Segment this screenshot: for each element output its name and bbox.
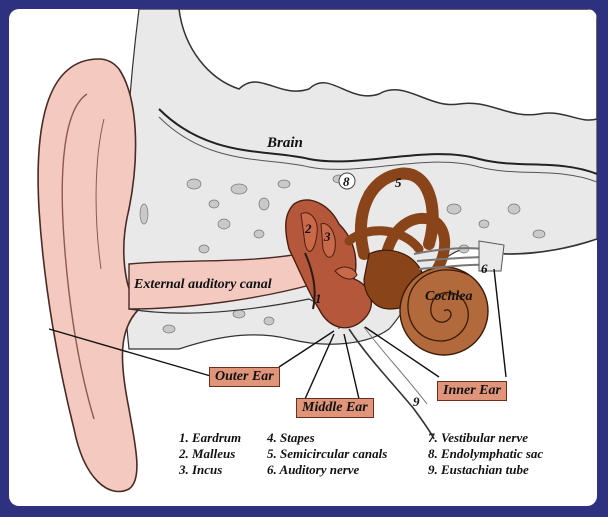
number-9: 9 <box>413 394 420 410</box>
legend-item-vestibular-nerve: 7. Vestibular nerve <box>428 430 543 446</box>
number-8: 8 <box>343 174 350 190</box>
legend-item-eustachian-tube: 9. Eustachian tube <box>428 462 543 478</box>
legend-item-malleus: 2. Malleus <box>179 446 241 462</box>
legend-item-eardrum: 1. Eardrum <box>179 430 241 446</box>
legend-item-auditory-nerve: 6. Auditory nerve <box>267 462 387 478</box>
number-2: 2 <box>305 221 312 237</box>
label-middle-ear: Middle Ear <box>296 398 374 418</box>
legend-col-2: 4. Stapes 5. Semicircular canals 6. Audi… <box>267 430 387 478</box>
number-5: 5 <box>395 175 402 191</box>
number-1: 1 <box>315 291 322 307</box>
diagram-frame: Brain External auditory canal Cochlea Ou… <box>9 9 597 506</box>
number-3: 3 <box>324 229 331 245</box>
label-brain: Brain <box>267 135 303 152</box>
label-outer-ear: Outer Ear <box>209 367 280 387</box>
label-canal: External auditory canal <box>134 277 272 293</box>
number-6: 6 <box>481 261 488 277</box>
legend-col-3: 7. Vestibular nerve 8. Endolymphatic sac… <box>428 430 543 478</box>
legend-item-endolymphatic-sac: 8. Endolymphatic sac <box>428 446 543 462</box>
legend-item-stapes: 4. Stapes <box>267 430 387 446</box>
legend-item-semicircular-canals: 5. Semicircular canals <box>267 446 387 462</box>
label-cochlea: Cochlea <box>425 289 472 305</box>
legend-col-1: 1. Eardrum 2. Malleus 3. Incus <box>179 430 241 478</box>
label-inner-ear: Inner Ear <box>437 381 507 401</box>
legend-item-incus: 3. Incus <box>179 462 241 478</box>
pinna <box>38 59 139 492</box>
